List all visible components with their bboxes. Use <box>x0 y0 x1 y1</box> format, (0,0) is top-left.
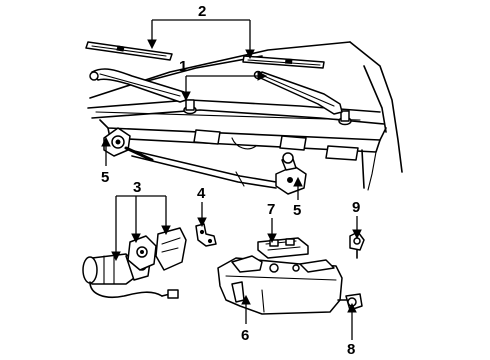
washer-pump <box>337 293 363 311</box>
callout-number-4: 4 <box>197 185 206 202</box>
callout-number-5-right: 5 <box>293 202 301 219</box>
callout-number-5-left: 5 <box>101 169 109 186</box>
washer-fluid-reservoir <box>217 255 343 315</box>
wiper-arm-left <box>89 68 187 103</box>
callout-number-6: 6 <box>241 327 249 344</box>
callout-number-2: 2 <box>198 3 206 20</box>
wiper-pivot-right <box>275 152 307 195</box>
vehicle-cowl-panel <box>87 41 403 191</box>
wiper-pivot-left <box>103 127 154 162</box>
callout-number-9: 9 <box>352 199 360 216</box>
callout-number-8: 8 <box>347 341 355 358</box>
callout-number-1: 1 <box>179 58 187 75</box>
callout-number-7: 7 <box>267 201 275 218</box>
mounting-bracket-small <box>195 223 217 247</box>
callout-number-3: 3 <box>133 179 141 196</box>
motor-mount-bracket <box>127 235 157 271</box>
wiper-arm-right <box>253 70 343 115</box>
wiper-linkage-rod <box>129 149 277 189</box>
wiper-blade-left <box>85 41 173 61</box>
wiper-blade-right <box>242 55 325 69</box>
wiper-motor-assembly <box>82 253 179 299</box>
motor-cover-plate <box>155 227 187 271</box>
callout-arrowheads <box>101 39 362 313</box>
wiper-control-module <box>257 237 309 259</box>
